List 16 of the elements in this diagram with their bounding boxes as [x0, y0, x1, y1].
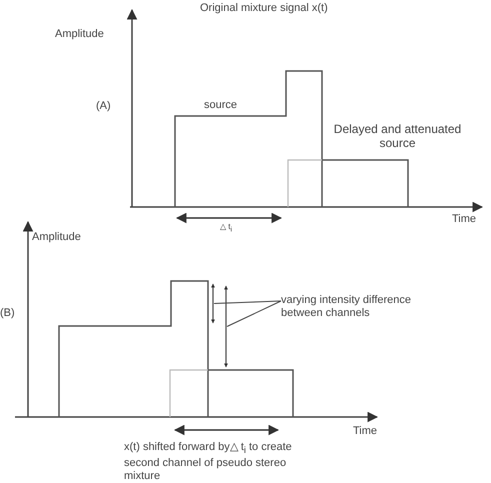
axis-label: Time — [452, 213, 476, 226]
axis-label: Time — [353, 425, 378, 438]
axis-label: Amplitude — [32, 231, 81, 244]
panel-label: (B) — [0, 307, 15, 320]
dimension-line — [224, 286, 228, 368]
curve-label: Delayed and attenuated source — [332, 122, 462, 150]
panel-label: (A) — [96, 100, 111, 113]
time-shift-label: △ t$_{i}$ — [220, 222, 232, 236]
leader-line — [214, 300, 282, 304]
annotation-text: varying intensity difference between channels — [281, 294, 421, 320]
axis-label: Amplitude — [55, 28, 104, 41]
panel-title: Original mixture signal x(t) — [200, 2, 328, 15]
curve-label: source — [204, 99, 238, 112]
annotation-text: x(t) shifted forward by△ t$_{i}$ to create second channel of pseudo stereo mixture — [124, 441, 293, 483]
leader-line — [226, 300, 282, 327]
dimension-line — [211, 284, 215, 324]
